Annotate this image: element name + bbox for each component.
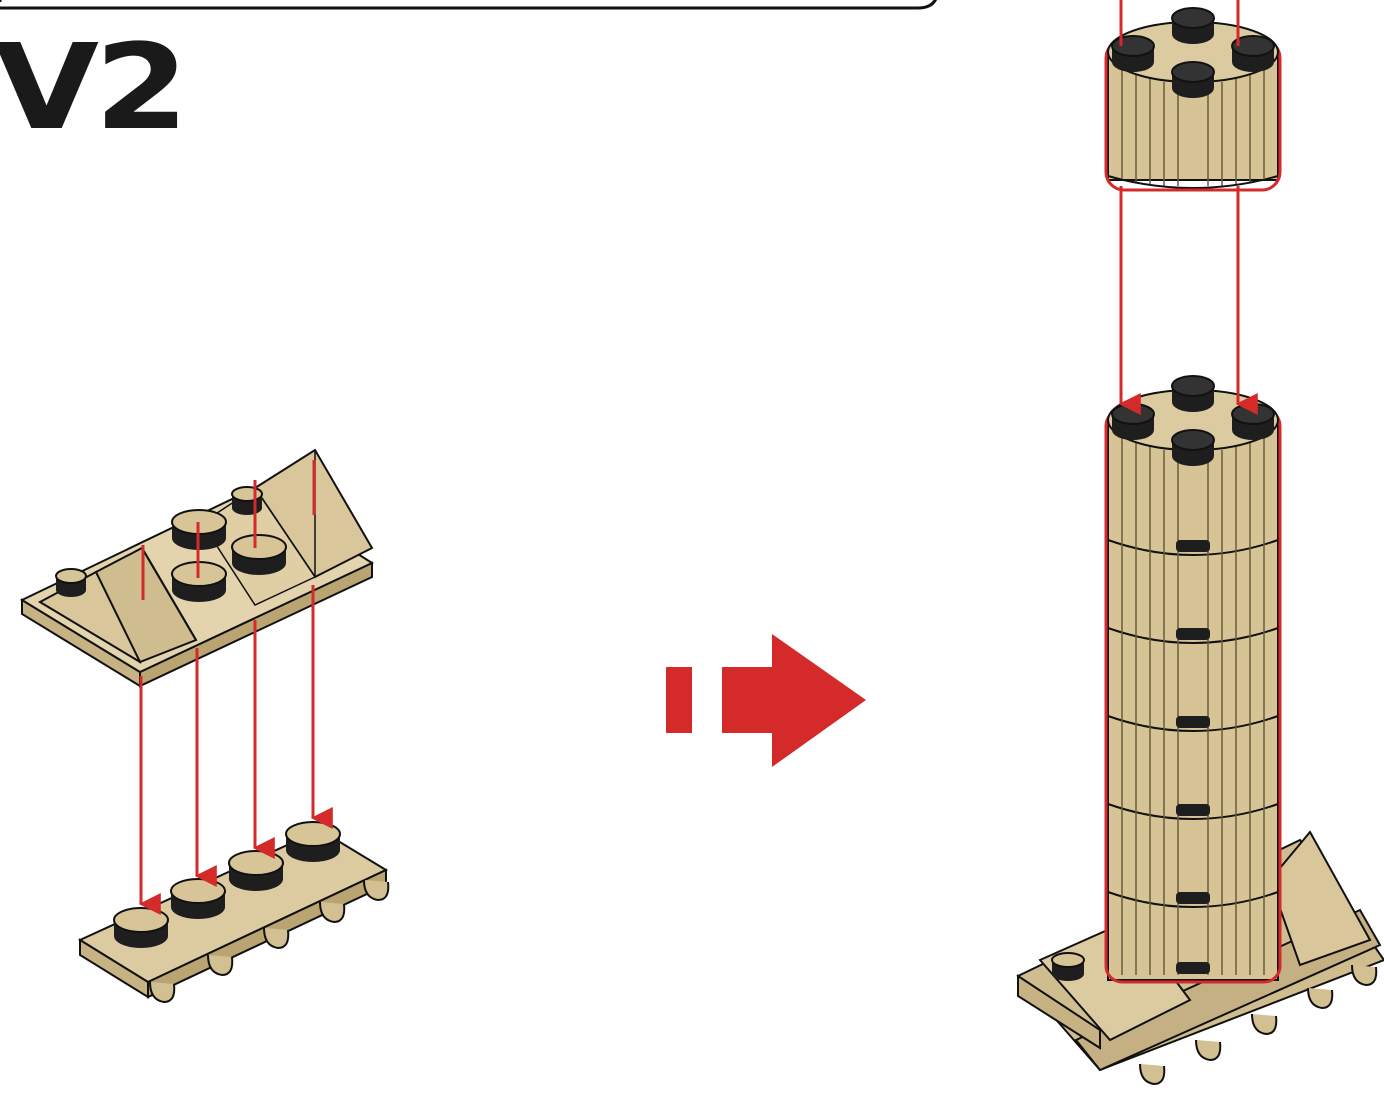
clip-icon (320, 902, 344, 922)
tower-diagram (1018, 0, 1384, 1084)
stud-icon (1052, 953, 1084, 981)
clip-icon (1352, 965, 1376, 985)
stud-icon (1172, 62, 1214, 98)
previous-panel-border (0, 0, 938, 8)
stud-icon (171, 879, 225, 919)
stud-icon (1172, 8, 1214, 44)
next-step-arrow-icon (666, 634, 866, 767)
clip-icon (1308, 988, 1332, 1008)
stud-icon (1172, 376, 1214, 412)
clip-icon (264, 928, 288, 948)
stack-arrows (1121, 186, 1238, 404)
stud-icon (229, 851, 283, 891)
stud-icon (1172, 430, 1214, 466)
stud-icon (1232, 404, 1274, 440)
stud-icon (286, 822, 340, 862)
clip-icon (208, 955, 232, 975)
round-brick-column (1106, 376, 1280, 982)
stud-icon (1112, 404, 1154, 440)
clip-icon (1196, 1040, 1220, 1060)
stud-icon (232, 535, 286, 575)
clip-icon (150, 982, 174, 1002)
stud-icon (114, 908, 168, 948)
round-brick-top (1106, 8, 1280, 190)
clip-icon (1140, 1064, 1164, 1084)
clip-icon (364, 880, 388, 900)
sub-assembly-diagram (22, 450, 388, 1002)
clip-icon (1252, 1014, 1276, 1034)
stud-icon (56, 569, 86, 597)
stud-icon (1112, 36, 1154, 72)
stud-icon (232, 487, 262, 515)
step-label: V2 (0, 28, 184, 146)
